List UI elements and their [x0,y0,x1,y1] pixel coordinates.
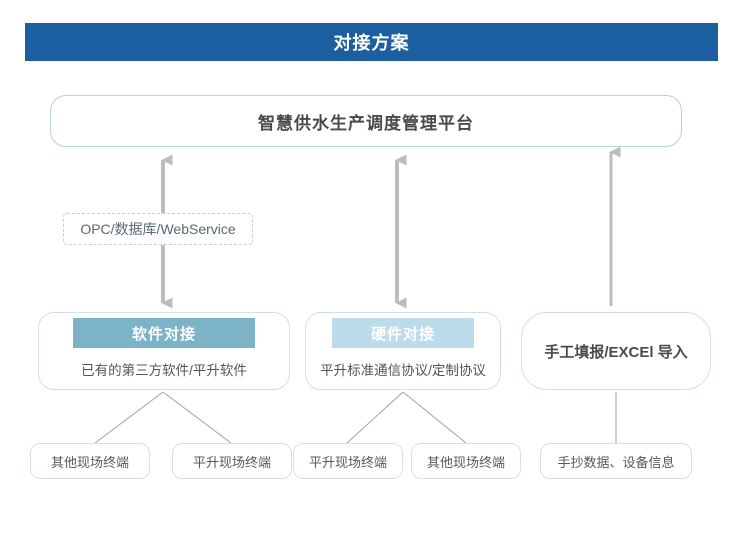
category-card-hardware[interactable]: 硬件对接 平升标准通信协议/定制协议 [305,312,501,390]
terminal-node-5[interactable]: 手抄数据、设备信息 [540,443,692,479]
category-header-software: 软件对接 [72,318,256,348]
category-card-software[interactable]: 软件对接 已有的第三方软件/平升软件 [38,312,290,390]
category-header-hardware: 硬件对接 [332,318,474,348]
category-body-hardware: 平升标准通信协议/定制协议 [320,362,486,378]
category-card-manual[interactable]: 手工填报/EXCEl 导入 [521,312,711,390]
category-body-software: 已有的第三方软件/平升软件 [81,362,247,378]
terminal-node-3[interactable]: 平升现场终端 [293,443,403,479]
branch-software [94,391,232,444]
page-title: 对接方案 [25,23,718,61]
terminal-node-4[interactable]: 其他现场终端 [411,443,521,479]
terminal-node-2[interactable]: 平升现场终端 [172,443,292,479]
branch-hardware [346,391,467,444]
platform-node[interactable]: 智慧供水生产调度管理平台 [50,95,682,147]
terminal-node-1[interactable]: 其他现场终端 [30,443,150,479]
protocol-label: OPC/数据库/WebService [63,213,253,245]
